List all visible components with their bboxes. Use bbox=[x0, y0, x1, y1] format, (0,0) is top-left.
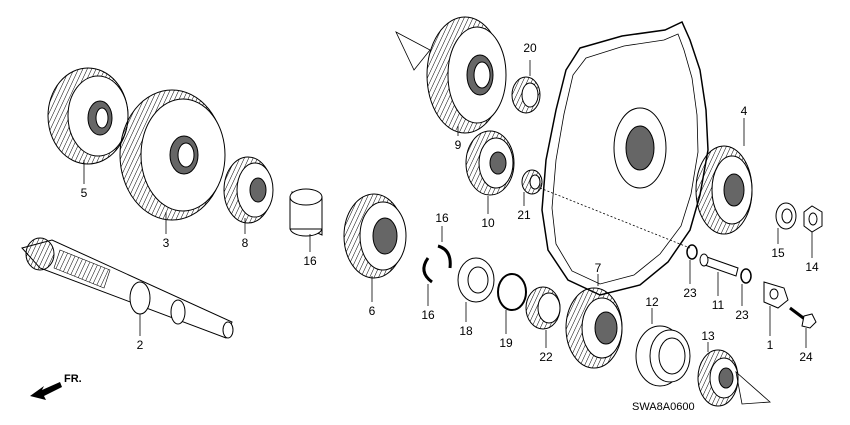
callout-1: 1 bbox=[767, 338, 774, 352]
gear-part-10[interactable] bbox=[465, 130, 515, 196]
gear-part-7[interactable] bbox=[565, 287, 623, 369]
case-gasket bbox=[539, 20, 709, 296]
front-direction-arrow-icon bbox=[30, 382, 62, 400]
o-ring-part-23b[interactable] bbox=[740, 268, 752, 284]
callout-5: 5 bbox=[81, 186, 88, 200]
callout-19: 19 bbox=[499, 336, 513, 350]
washer-part-18[interactable] bbox=[457, 257, 495, 303]
cotter-part-16-upper[interactable] bbox=[437, 244, 452, 269]
reference-triangle-bottom bbox=[735, 370, 771, 405]
callout-14: 14 bbox=[805, 260, 819, 274]
bearing-part-21[interactable] bbox=[521, 169, 543, 195]
needle-bearing-part-20[interactable] bbox=[511, 76, 541, 114]
callout-23-left: 23 bbox=[683, 286, 697, 300]
o-ring-part-23a[interactable] bbox=[686, 244, 698, 260]
callout-11: 11 bbox=[712, 298, 725, 312]
gear-part-4[interactable] bbox=[695, 145, 753, 235]
reference-triangle-top bbox=[395, 31, 431, 71]
callout-9: 9 bbox=[455, 138, 462, 152]
bolt-part-24[interactable] bbox=[789, 306, 817, 329]
needle-bearing-part-22[interactable] bbox=[525, 286, 561, 330]
callout-13: 13 bbox=[701, 329, 715, 343]
callout-17: 16 bbox=[303, 254, 317, 268]
callout-6: 6 bbox=[369, 304, 376, 318]
direction-label: FR. bbox=[64, 373, 82, 385]
callout-4: 4 bbox=[741, 104, 748, 118]
callout-3: 3 bbox=[163, 236, 170, 250]
leader-lines bbox=[83, 60, 813, 352]
callout-21: 21 bbox=[517, 208, 531, 222]
callout-2: 2 bbox=[137, 338, 144, 352]
callout-8: 8 bbox=[242, 236, 249, 250]
shaft-part-11[interactable] bbox=[699, 253, 739, 277]
diagram-code: SWA8A0600 bbox=[632, 401, 695, 413]
sleeve-part-12[interactable] bbox=[635, 325, 691, 387]
callout-23-right: 23 bbox=[735, 308, 749, 322]
gear-part-3[interactable] bbox=[119, 89, 226, 221]
callout-16-lower: 16 bbox=[421, 308, 435, 322]
cotter-part-16-lower[interactable] bbox=[422, 257, 433, 284]
callout-16-upper: 16 bbox=[435, 211, 449, 225]
callout-20: 20 bbox=[523, 41, 537, 55]
callout-22: 22 bbox=[539, 350, 553, 364]
callout-15: 15 bbox=[771, 246, 785, 260]
gear-part-8[interactable] bbox=[223, 156, 274, 224]
callout-12: 12 bbox=[645, 295, 659, 309]
callout-7: 7 bbox=[595, 261, 602, 275]
gear-part-5[interactable] bbox=[47, 67, 129, 165]
nut-part-14[interactable] bbox=[803, 205, 823, 233]
callout-18: 18 bbox=[459, 324, 473, 338]
snap-ring-part-19[interactable] bbox=[497, 273, 527, 311]
gear-part-9[interactable] bbox=[426, 16, 507, 134]
callout-10: 10 bbox=[481, 216, 495, 230]
callout-24: 24 bbox=[799, 350, 813, 364]
mainshaft-part-2[interactable] bbox=[21, 237, 234, 339]
bracket-part-1[interactable] bbox=[763, 281, 789, 309]
gear-part-13[interactable] bbox=[697, 349, 739, 407]
collar-part-17[interactable] bbox=[289, 188, 323, 237]
gear-part-6[interactable] bbox=[343, 193, 407, 279]
washer-part-15[interactable] bbox=[775, 202, 797, 230]
